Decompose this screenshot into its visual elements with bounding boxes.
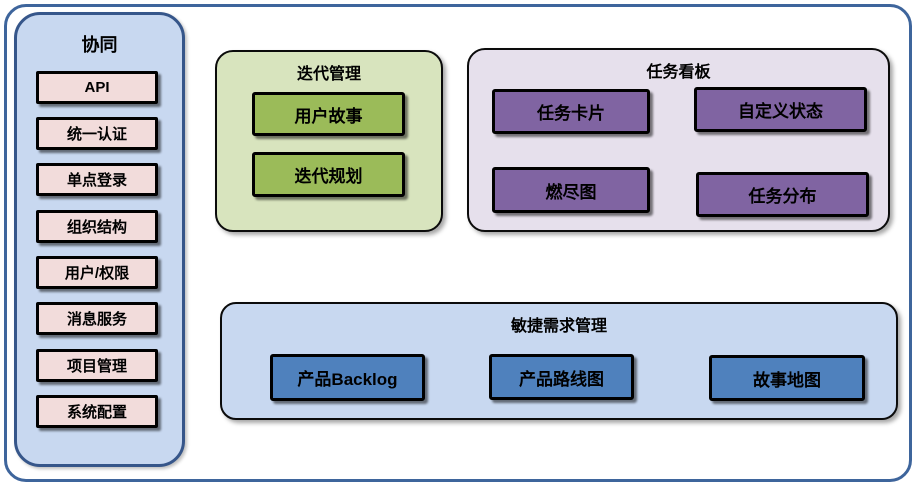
box-burndown-chart: 燃尽图	[492, 167, 650, 213]
sidebar-title: 协同	[81, 35, 118, 55]
sidebar-item-project-mgmt: 项目管理	[36, 349, 158, 382]
group-task-board: 任务看板 任务卡片 自定义状态 燃尽图 任务分布	[467, 48, 890, 232]
sidebar-item-user-perms: 用户/权限	[36, 256, 158, 289]
group-agile-requirements-title: 敏捷需求管理	[510, 318, 607, 335]
sidebar-item-unified-auth: 统一认证	[36, 117, 158, 150]
group-task-board-title: 任务看板	[646, 64, 711, 81]
box-user-story: 用户故事	[252, 92, 405, 136]
box-task-distribution: 任务分布	[696, 172, 869, 217]
sidebar-item-sso: 单点登录	[36, 163, 158, 196]
group-iteration-management: 迭代管理 用户故事 迭代规划	[215, 50, 443, 232]
sidebar-collaboration-panel: 协同 API 统一认证 单点登录 组织结构 用户/权限 消息服务 项目管理 系统…	[14, 12, 185, 467]
sidebar-item-org-structure: 组织结构	[36, 210, 158, 243]
box-product-backlog: 产品Backlog	[270, 354, 425, 401]
sidebar-item-api: API	[36, 71, 158, 104]
box-iteration-planning: 迭代规划	[252, 152, 405, 197]
group-iteration-title: 迭代管理	[296, 66, 361, 83]
box-custom-status: 自定义状态	[694, 87, 867, 132]
sidebar-item-system-config: 系统配置	[36, 395, 158, 428]
box-task-card: 任务卡片	[492, 89, 650, 134]
group-agile-requirements: 敏捷需求管理 产品Backlog 产品路线图 故事地图	[220, 302, 898, 420]
sidebar-item-message-svc: 消息服务	[36, 302, 158, 335]
box-story-map: 故事地图	[709, 355, 865, 401]
box-product-roadmap: 产品路线图	[489, 354, 634, 400]
